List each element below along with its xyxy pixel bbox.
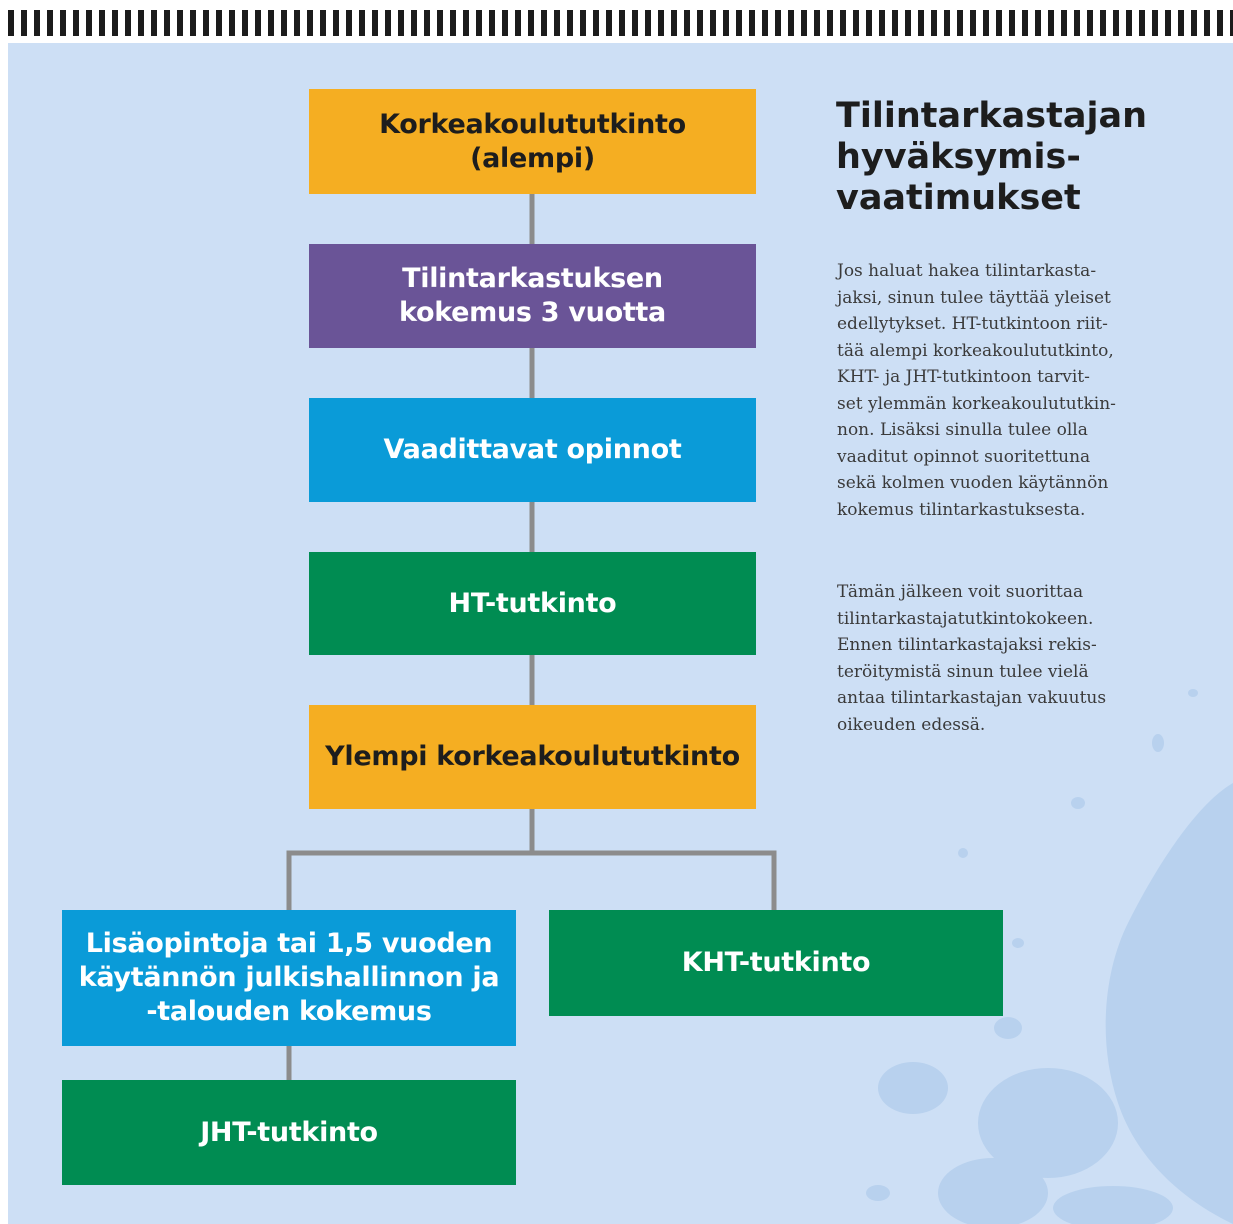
connector-branch (286, 850, 777, 910)
box-kht-exam: KHT-tutkinto (549, 910, 1003, 1016)
box-label: Vaadittavat opinnot (383, 434, 682, 465)
box-additional-studies: Lisäopintoja tai 1,5 vuoden käytännön ju… (62, 910, 516, 1046)
box-jht-exam: JHT-tutkinto (62, 1080, 516, 1185)
box-ht-exam: HT-tutkinto (309, 552, 756, 655)
description-paragraph-2: Tämän jälkeen voit suorittaa tilintarkas… (837, 582, 1107, 735)
page-title: Tilintarkastajan hyväksymis- vaatimukset (836, 96, 1148, 218)
box-required-studies: Vaadittavat opinnot (309, 398, 756, 502)
box-label: Tilintarkastuksen kokemus 3 vuotta (399, 263, 666, 328)
box-label: Ylempi korkeakoulututkinto (325, 741, 740, 772)
box-label: HT-tutkinto (448, 587, 617, 619)
box-label: JHT-tutkinto (200, 1116, 378, 1148)
box-label: KHT-tutkinto (681, 947, 871, 978)
box-bachelor-degree: Korkeakoulututkinto (alempi) (309, 89, 756, 194)
box-label: Korkeakoulututkinto (alempi) (379, 108, 686, 174)
paint-splatter-decoration (866, 689, 1233, 1224)
box-audit-experience: Tilintarkastuksen kokemus 3 vuotta (309, 244, 756, 348)
box-label: Lisäopintoja tai 1,5 vuoden käytännön ju… (78, 928, 500, 1027)
decorative-stripe-bar (8, 10, 1233, 36)
box-master-degree: Ylempi korkeakoulututkinto (309, 705, 756, 809)
description-paragraph-1: Jos haluat hakea tilintarkasta- jaksi, s… (837, 261, 1116, 520)
